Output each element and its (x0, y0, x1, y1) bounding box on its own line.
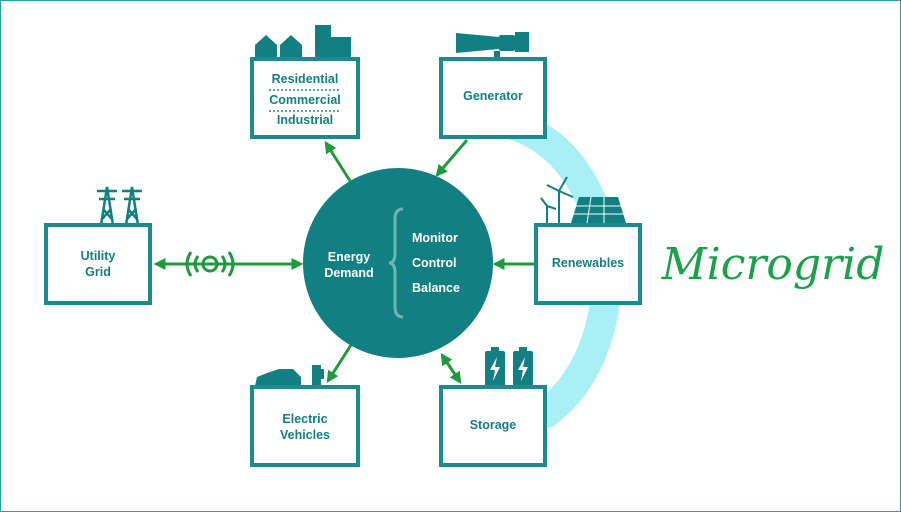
generator-node: Generator (439, 32, 547, 139)
consumers-box (250, 57, 360, 139)
center-label-line1: Energy (328, 250, 370, 264)
battery-icon (485, 347, 533, 387)
renewables-node: Renewables (534, 176, 642, 305)
microgrid-title: Microgrid (661, 239, 885, 290)
consumers-label-residential: Residential (272, 72, 339, 86)
buildings-icon (315, 25, 351, 59)
generator-box (439, 57, 547, 139)
function-monitor: Monitor (412, 231, 458, 245)
utility-label-line2: Grid (85, 265, 111, 279)
arrow-generator-to-center (435, 139, 469, 177)
consumers-node: Residential Commercial Industrial (250, 25, 360, 139)
storage-box (439, 385, 547, 467)
utility-node: Utility Grid (44, 186, 152, 305)
flow-arrows (153, 139, 534, 384)
consumers-label-commercial: Commercial (269, 93, 341, 107)
consumers-label-industrial: Industrial (277, 113, 333, 127)
solar-panel-icon (571, 196, 626, 224)
brace-icon (388, 207, 404, 319)
utility-label-line1: Utility (81, 249, 116, 263)
ev-label-line1: Electric (282, 412, 327, 426)
storage-label: Storage (470, 418, 517, 432)
storage-node: Storage (439, 347, 547, 467)
wind-turbine-icon (540, 176, 574, 225)
function-balance: Balance (412, 281, 460, 295)
transmission-tower-icon (97, 186, 142, 226)
function-control: Control (412, 256, 456, 270)
ev-box (250, 385, 360, 467)
ev-label-line2: Vehicles (280, 428, 330, 442)
center-label-line2: Demand (324, 266, 373, 280)
houses-icon (255, 35, 302, 59)
energy-demand-circle (303, 168, 493, 358)
renewables-label: Renewables (552, 256, 624, 270)
ev-node: Electric Vehicles (250, 365, 360, 467)
generator-label: Generator (463, 89, 523, 103)
renewables-box (534, 223, 642, 305)
exchange-signal-icon (185, 251, 235, 277)
arrow-center-storage (440, 353, 462, 384)
arrow-center-to-ev (326, 344, 353, 384)
arrow-center-to-consumers (324, 140, 354, 185)
generator-icon (456, 32, 529, 59)
utility-box (44, 223, 152, 305)
